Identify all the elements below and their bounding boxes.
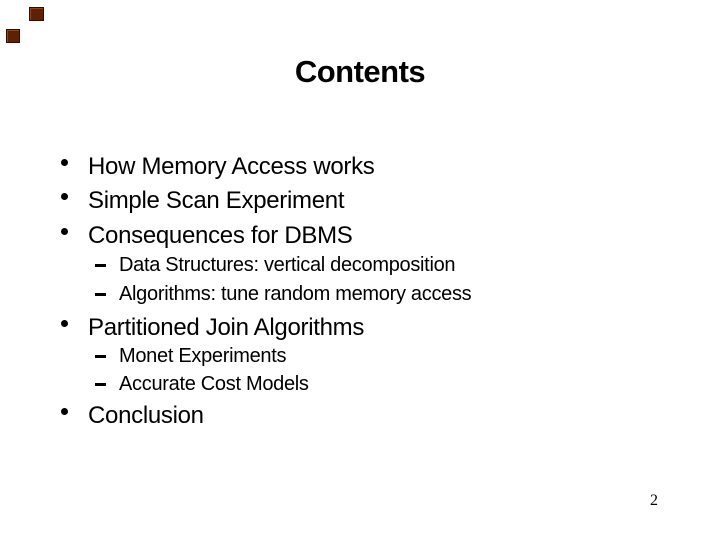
bullet-dot-icon [61,159,68,166]
corner-square-icon [29,7,44,21]
bullet-dot-icon [61,228,68,235]
bullet-dash-icon [95,355,106,358]
bullet-text: Monet Experiments [119,345,287,367]
corner-square-icon [6,29,20,43]
bullet-text: Conclusion [88,402,204,429]
bullet-text: Data Structures: vertical decomposition [119,254,456,276]
bullet-text: Partitioned Join Algorithms [88,314,365,341]
bullet-text: Simple Scan Experiment [88,187,345,214]
bullet-dot-icon [61,320,68,327]
bullet-dash-icon [95,264,106,267]
bullet-text: How Memory Access works [88,153,375,180]
bullet-text: Algorithms: tune random memory access [119,283,472,305]
bullet-dash-icon [95,293,106,296]
bullet-dash-icon [95,383,106,386]
bullet-dot-icon [61,408,68,415]
bullet-dot-icon [61,193,68,200]
slide-title: Contents [294,54,426,89]
bullet-text: Accurate Cost Models [119,373,309,395]
page-number: 2 [650,492,658,509]
bullet-text: Consequences for DBMS [88,222,353,249]
